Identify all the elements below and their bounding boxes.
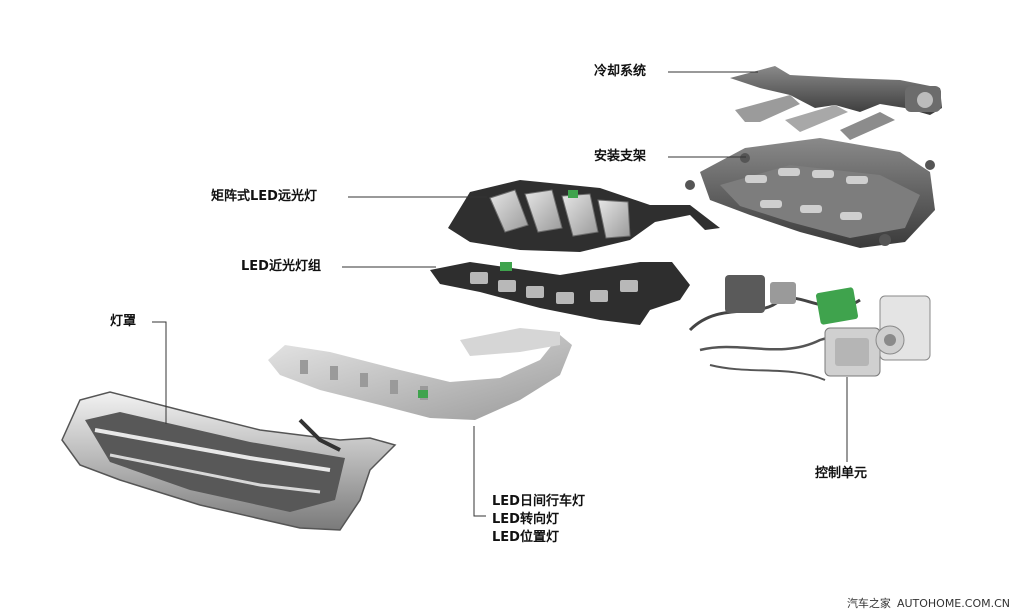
- lens-cover-part: [61, 391, 397, 531]
- label-matrix-high-beam: 矩阵式LED远光灯: [211, 189, 317, 204]
- label-position-light: LED位置灯: [492, 530, 559, 545]
- cooling-system-part: [730, 66, 942, 140]
- mounting-bracket-part: [685, 138, 935, 248]
- label-cooling-system: 冷却系统: [594, 64, 647, 79]
- leader-lines: [152, 71, 848, 517]
- label-drl: LED日间行车灯: [492, 494, 585, 509]
- watermark: 汽车之家 AUTOHOME.COM.CN: [847, 595, 1010, 611]
- label-low-beam: LED近光灯组: [241, 259, 321, 274]
- led-low-beam-part: [430, 262, 690, 325]
- label-turn-signal: LED转向灯: [492, 512, 559, 527]
- label-control-unit: 控制单元: [815, 466, 868, 481]
- control-unit-part: [688, 275, 931, 381]
- watermark-brand: 汽车之家: [846, 597, 891, 610]
- leader-lens: [152, 321, 167, 424]
- watermark-site: AUTOHOME.COM.CN: [896, 597, 1010, 610]
- label-mounting-bracket: 安装支架: [594, 149, 647, 164]
- drl-light-guide-part: [268, 328, 572, 420]
- leader-drl: [473, 426, 486, 517]
- label-lens: 灯罩: [110, 314, 137, 329]
- matrix-led-high-beam-part: [448, 180, 720, 252]
